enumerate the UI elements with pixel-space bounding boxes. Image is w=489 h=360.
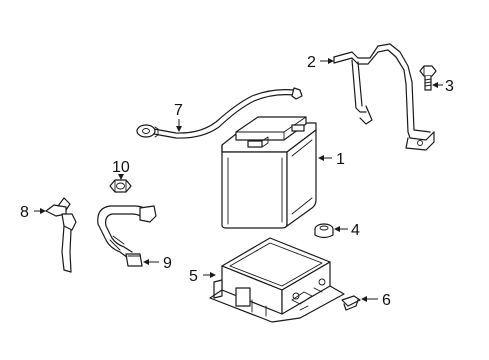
clip[interactable] xyxy=(341,295,361,311)
callout-10-leader xyxy=(118,174,124,180)
callout-9: 9 xyxy=(163,255,172,272)
callout-7-leader xyxy=(176,119,182,132)
negative-cable[interactable] xyxy=(97,205,157,267)
nut[interactable] xyxy=(314,223,334,239)
callout-5-leader xyxy=(203,272,216,278)
callout-6: 6 xyxy=(382,292,391,309)
callout-4: 4 xyxy=(351,222,360,239)
callout-7: 7 xyxy=(174,102,183,119)
callout-6-leader xyxy=(361,296,378,302)
callout-2: 2 xyxy=(307,54,316,71)
callout-9-leader xyxy=(143,259,159,265)
callout-8: 8 xyxy=(20,204,29,221)
battery[interactable] xyxy=(221,116,317,229)
positive-cable[interactable] xyxy=(136,87,303,139)
callout-3: 3 xyxy=(445,78,454,95)
callout-1-leader xyxy=(318,155,332,161)
bolt[interactable] xyxy=(419,65,437,91)
terminal-nut[interactable] xyxy=(109,179,132,193)
callout-1: 1 xyxy=(336,151,345,168)
callout-3-leader xyxy=(432,82,443,88)
hold-down-bracket[interactable] xyxy=(333,43,435,151)
callout-4-leader xyxy=(334,226,348,232)
callout-5: 5 xyxy=(189,268,198,285)
callout-2-leader xyxy=(320,58,334,64)
callout-10: 10 xyxy=(112,159,130,176)
ground-cable[interactable] xyxy=(45,197,77,273)
battery-tray[interactable] xyxy=(209,237,345,323)
callout-8-leader xyxy=(34,208,46,214)
